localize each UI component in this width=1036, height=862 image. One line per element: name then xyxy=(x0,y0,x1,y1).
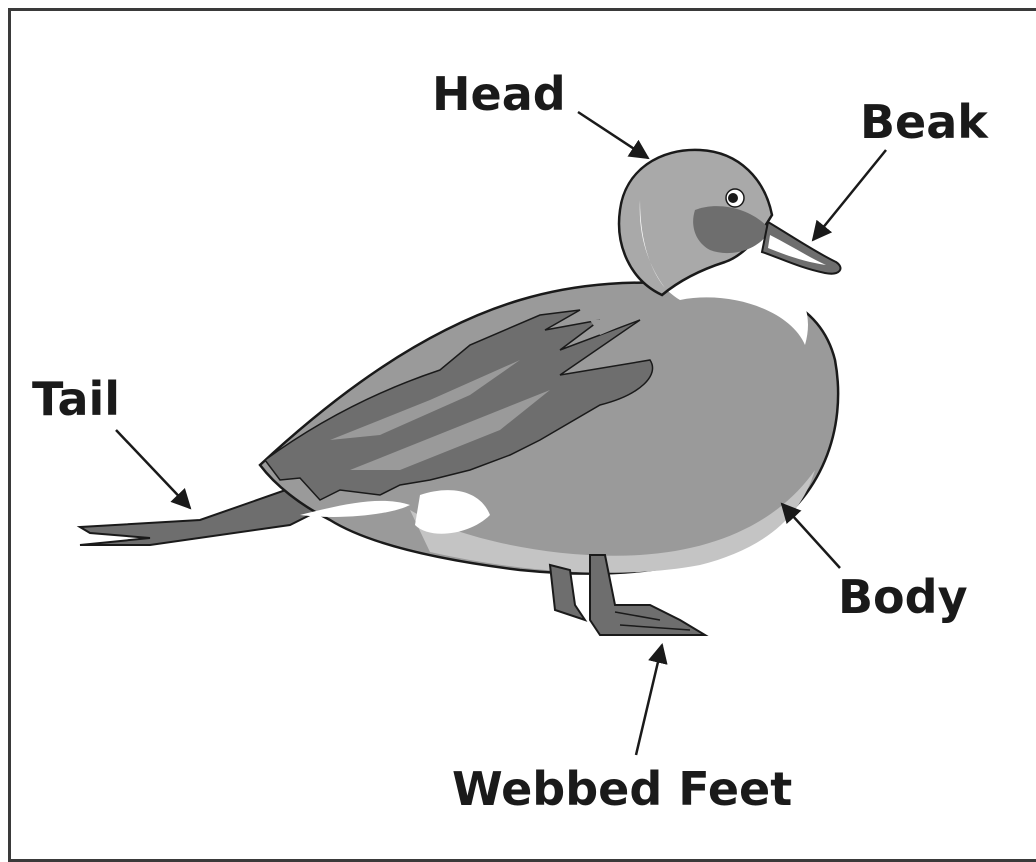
duck-illustration xyxy=(80,150,840,635)
tail-arrow xyxy=(116,430,190,508)
body-label: Body xyxy=(838,570,968,624)
head-label: Head xyxy=(432,67,566,121)
body-arrow xyxy=(782,504,840,568)
head-arrow xyxy=(578,112,648,158)
webbed-feet-arrow xyxy=(636,645,662,755)
beak-arrow xyxy=(813,150,886,240)
tail-label: Tail xyxy=(32,372,120,426)
duck-pupil xyxy=(728,193,738,203)
beak-label: Beak xyxy=(860,95,989,149)
webbed-feet-label: Webbed Feet xyxy=(452,762,792,816)
